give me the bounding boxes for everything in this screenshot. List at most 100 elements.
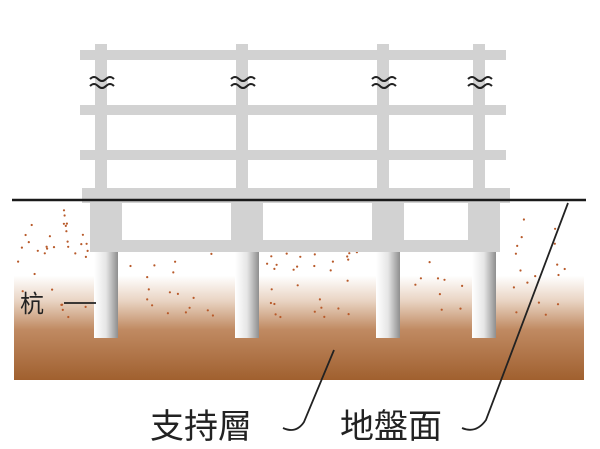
soil-speckle (292, 268, 295, 271)
soil-speckle (36, 249, 39, 252)
frame-column (377, 44, 389, 194)
soil-speckle (556, 263, 559, 266)
soil-speckle (64, 224, 67, 227)
soil-speckle (65, 222, 68, 225)
soil-speckle (459, 307, 462, 310)
building-frame (80, 44, 506, 194)
soil-speckle (299, 255, 302, 258)
soil-speckle (419, 277, 422, 280)
soil-speckle (67, 245, 70, 248)
frame-beam (80, 150, 506, 160)
soil-speckle (296, 284, 299, 287)
soil-speckle (24, 233, 27, 237)
soil-speckle (65, 230, 68, 233)
soil-speckle (168, 291, 171, 294)
soil-speckle (166, 312, 169, 315)
soil-speckle (331, 260, 334, 263)
soil-speckle (320, 306, 323, 309)
soil-speckle (52, 246, 56, 249)
soil-speckle (519, 269, 522, 272)
soil-speckle (563, 267, 566, 271)
soil-speckle (557, 273, 560, 277)
soil-speckle (313, 310, 316, 313)
wave-break-icon (467, 76, 493, 89)
soil-speckle (313, 253, 316, 256)
soil-speckle (273, 302, 276, 306)
soil-speckle (21, 290, 24, 293)
soil-speckle (266, 262, 269, 265)
soil-speckle (347, 258, 350, 261)
pile (94, 250, 118, 338)
leader-lines (64, 202, 569, 431)
soil-speckle (51, 288, 54, 291)
soil-speckle (440, 308, 443, 311)
soil-speckle (188, 306, 191, 309)
soil-speckle (274, 313, 277, 316)
soil-speckle (85, 242, 88, 245)
soil-speckle (176, 292, 179, 295)
soil-speckle (60, 303, 63, 306)
soil-speckle (80, 243, 83, 246)
pile (235, 250, 259, 338)
soil-speckle (534, 275, 537, 278)
soil-speckle (514, 252, 518, 255)
soil-speckle (348, 252, 351, 255)
soil-speckle (62, 222, 65, 225)
soil-speckle (414, 283, 417, 286)
soil-speckle (86, 249, 89, 252)
soil-speckle (443, 278, 446, 281)
soil-speckle (67, 315, 70, 319)
wave-break-icon (230, 76, 256, 89)
soil-speckle (323, 315, 326, 318)
piles (94, 250, 496, 338)
soil-speckle (27, 241, 30, 244)
soil-speckle (66, 240, 69, 243)
soil-speckle (61, 308, 64, 311)
soil-speckle (184, 311, 187, 314)
soil-speckle (554, 227, 557, 230)
foundation-tie-beam (90, 240, 500, 252)
soil-speckle (84, 255, 87, 258)
soil-speckle (20, 246, 23, 249)
soil-speckle (436, 277, 440, 280)
break-marks (89, 76, 493, 89)
soil-speckle (337, 307, 340, 310)
soil-speckle (270, 288, 273, 291)
pile-label: 杭 (20, 290, 44, 318)
soil-speckle (347, 313, 350, 316)
soil-speckle (516, 244, 519, 247)
soil-speckle (438, 293, 441, 296)
soil-speckle (17, 260, 20, 263)
pile (472, 250, 496, 338)
frame-column (95, 44, 107, 194)
soil-speckle (275, 263, 278, 266)
soil-speckle (153, 264, 156, 267)
frame-column (473, 44, 485, 194)
soil-speckle (522, 218, 526, 221)
soil-speckle (313, 264, 316, 268)
soil-speckle (146, 276, 149, 279)
soil-speckle (346, 255, 349, 258)
soil-speckle (192, 296, 195, 299)
soil-speckle (279, 315, 282, 319)
soil-speckle (210, 252, 213, 255)
soil-speckle (48, 235, 52, 238)
soil-speckle (269, 301, 272, 305)
soil-speckle (84, 305, 87, 308)
soil-speckle (285, 252, 288, 255)
soil-speckle (296, 265, 299, 268)
soil-speckle (129, 264, 132, 268)
soil-speckle (172, 271, 175, 274)
soil-speckle (318, 298, 321, 301)
pile (376, 250, 400, 338)
soil-speckle (512, 286, 516, 289)
soil-speckle (63, 214, 66, 217)
soil-speckle (461, 284, 464, 287)
frame-beam (80, 50, 506, 60)
soil-speckle (33, 272, 36, 276)
soil-speckle (151, 304, 154, 307)
soil-speckle (270, 255, 273, 258)
soil-speckle (206, 309, 209, 312)
soil-speckle (81, 233, 84, 236)
soil-speckle (74, 252, 77, 255)
